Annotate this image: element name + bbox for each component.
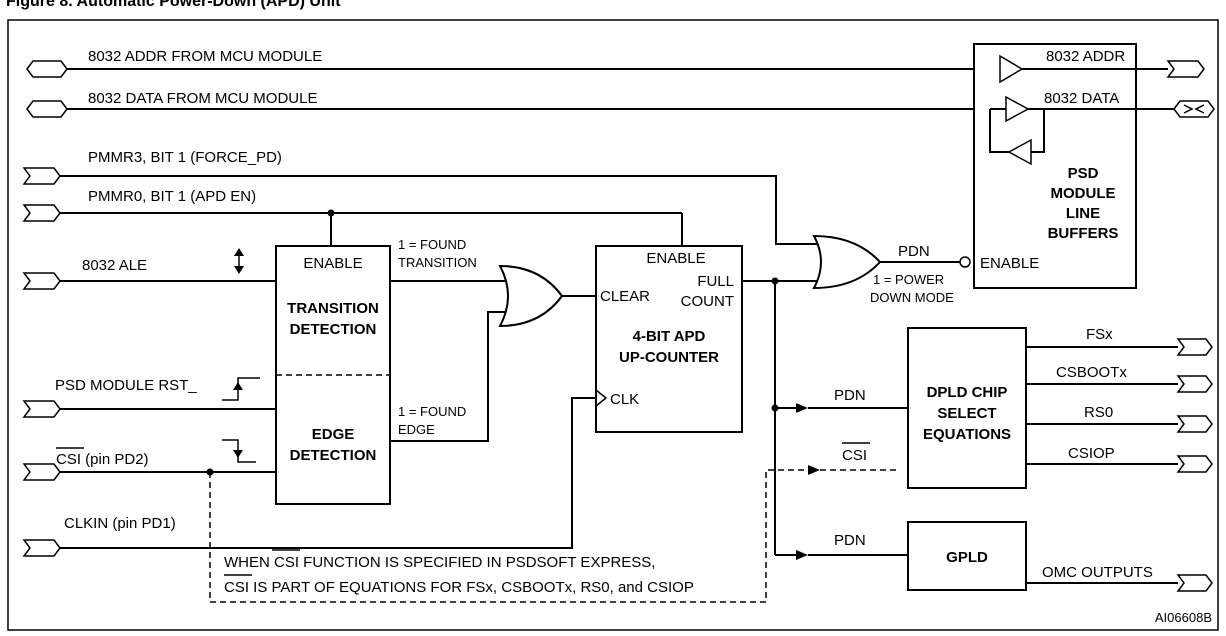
power-down-note-2: DOWN MODE: [870, 290, 954, 305]
data-buffer-loop-right: [1028, 108, 1045, 153]
counter-clk-label: CLK: [610, 391, 639, 408]
buffer-data-label: 8032 DATA: [1044, 90, 1119, 107]
pmmr3-connector: [22, 167, 61, 185]
csiop-connector: [1176, 455, 1213, 473]
rst-label: PSD MODULE RST_: [55, 377, 197, 394]
falling-edge-icon: [222, 439, 256, 463]
pmmr0-label: PMMR0, BIT 1 (APD EN): [88, 188, 256, 205]
dpld-box: [907, 327, 1027, 489]
enable-inversion-bubble: [959, 256, 971, 268]
ale-label: 8032 ALE: [82, 257, 147, 274]
footnote-line-1: WHEN CSI FUNCTION IS SPECIFIED IN PSDSOF…: [224, 554, 655, 571]
counter-full-label: FULL: [697, 273, 734, 290]
buffer-addr-label: 8032 ADDR: [1046, 48, 1125, 65]
csbootx-connector: [1176, 375, 1213, 393]
output-connectors: [1166, 60, 1215, 592]
figure-frame: [7, 19, 1219, 631]
data-input-label: 8032 DATA FROM MCU MODULE: [88, 90, 317, 107]
csiop-label: CSIOP: [1068, 445, 1115, 462]
csi-label-pin: (pin PD2): [81, 451, 149, 468]
addr-out-connector: [1166, 60, 1205, 78]
line-buffers-box: [973, 43, 1137, 289]
pmmr0-connector: [22, 204, 61, 222]
omc-connector: [1176, 574, 1213, 592]
found-edge-note-1: 1 = FOUND: [398, 404, 466, 419]
found-transition-note-1: 1 = FOUND: [398, 237, 466, 252]
found-transition-note-2: TRANSITION: [398, 255, 477, 270]
dpld-pdn-label: PDN: [834, 387, 866, 404]
counter-enable-label: ENABLE: [646, 250, 705, 267]
csi-dashed-path: [209, 469, 810, 603]
footnote-1-post: FUNCTION IS SPECIFIED IN PSDSOFT EXPRESS…: [299, 554, 655, 571]
counter-count-label: COUNT: [681, 293, 734, 310]
pdn-dpld-arrow: [796, 403, 808, 413]
pdn-gpld-arrow: [796, 550, 808, 560]
edge-title-1: EDGE: [312, 426, 355, 443]
buffers-title-2: MODULE: [1051, 185, 1116, 202]
found-edge-note-2: EDGE: [398, 422, 435, 437]
buffers-enable-label: ENABLE: [980, 255, 1039, 272]
addr-buffer-triangle: [999, 54, 1024, 84]
transition-detection-box: [275, 245, 391, 505]
csi-dashed-arrow: [808, 465, 820, 475]
footnote-2-csi: CSI: [224, 579, 249, 596]
fsx-connector: [1176, 338, 1213, 356]
pdn-or-gate: [812, 234, 882, 290]
fsx-label: FSx: [1086, 326, 1113, 343]
power-down-note-1: 1 = POWER: [873, 272, 944, 287]
csbootx-label: CSBOOTx: [1056, 364, 1127, 381]
detection-or-gate: [498, 264, 564, 328]
buffers-title-3: LINE: [1066, 205, 1100, 222]
data-connector: [26, 100, 68, 118]
footnote-1-pre: WHEN: [224, 554, 274, 571]
buffers-title-1: PSD: [1068, 165, 1099, 182]
clkin-label: CLKIN (pin PD1): [64, 515, 176, 532]
csi-label-bar: CSI: [56, 451, 81, 468]
figure-title: Figure 8. Automatic Power-Down (APD) Uni…: [6, 0, 341, 10]
rst-connector: [22, 400, 61, 418]
figure-id: AI06608B: [1155, 610, 1212, 625]
clkin-wire: [60, 397, 596, 549]
clkin-connector: [22, 539, 61, 557]
csi-connector: [22, 463, 61, 481]
footnote-2-post: IS PART OF EQUATIONS FOR FSx, CSBOOTx, R…: [249, 579, 694, 596]
found-edge-wire: [390, 311, 508, 442]
data-out-connector: [1173, 100, 1215, 118]
dpld-csi-label: CSI: [842, 447, 867, 464]
apd-counter-box: [595, 245, 743, 433]
counter-clear-label: CLEAR: [600, 288, 650, 305]
counter-title-1: 4-BIT APD: [633, 328, 706, 345]
clk-input-marker: [595, 389, 608, 407]
gpld-title: GPLD: [946, 549, 988, 566]
gpld-box: [907, 521, 1027, 591]
pmmr3-wire: [60, 175, 818, 245]
buffers-title-4: BUFFERS: [1048, 225, 1119, 242]
data-buffer-loop-left: [989, 109, 1009, 153]
transition-title-2: DETECTION: [290, 321, 377, 338]
dpld-title-2: SELECT: [937, 405, 996, 422]
dpld-title-1: DPLD CHIP: [927, 384, 1008, 401]
omc-label: OMC OUTPUTS: [1042, 564, 1153, 581]
transition-enable-label: ENABLE: [303, 255, 362, 272]
transition-title-1: TRANSITION: [287, 300, 379, 317]
rising-edge-icon: [222, 377, 260, 401]
pmmr3-label: PMMR3, BIT 1 (FORCE_PD): [88, 149, 282, 166]
pdn-label-top: PDN: [898, 243, 930, 260]
rs0-label: RS0: [1084, 404, 1113, 421]
addr-connector: [26, 60, 68, 78]
input-connectors: [22, 60, 68, 557]
footnote-line-2: CSI IS PART OF EQUATIONS FOR FSx, CSBOOT…: [224, 579, 694, 596]
counter-title-2: UP-COUNTER: [619, 349, 719, 366]
rs0-connector: [1176, 415, 1213, 433]
ale-transition-arrow-icon: [234, 248, 244, 274]
csi-label: CSI (pin PD2): [56, 451, 149, 468]
data-bidir-mark: [1183, 104, 1205, 114]
edge-title-2: DETECTION: [290, 447, 377, 464]
addr-input-label: 8032 ADDR FROM MCU MODULE: [88, 48, 322, 65]
dpld-title-3: EQUATIONS: [923, 426, 1011, 443]
ale-connector: [22, 272, 61, 290]
footnote-1-csi: CSI: [274, 554, 299, 571]
gpld-pdn-label: PDN: [834, 532, 866, 549]
